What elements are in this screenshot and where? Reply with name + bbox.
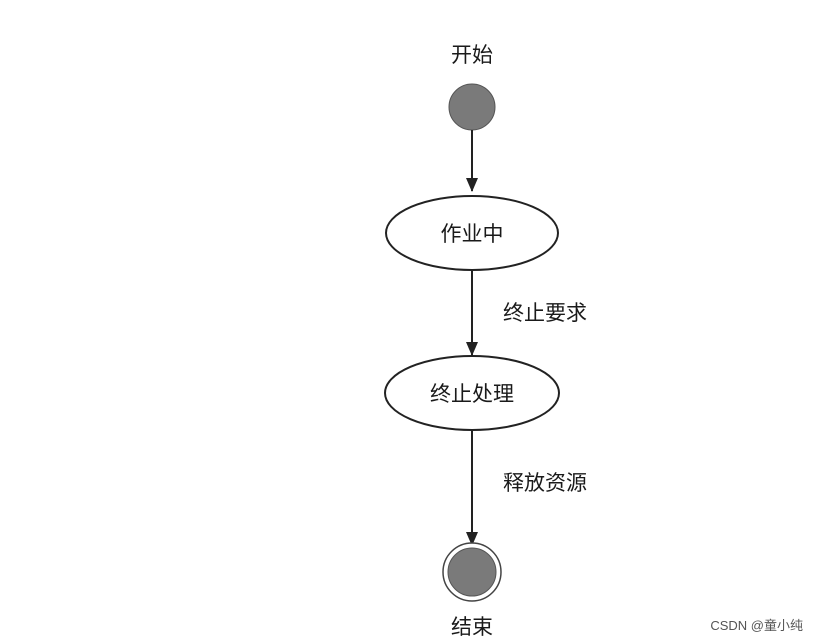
arrowhead-terminate-request	[466, 342, 478, 356]
arrowhead-release-resources	[466, 532, 478, 546]
transition-label-terminate-request: 终止要求	[503, 301, 587, 325]
state-terminating-label: 终止处理	[430, 382, 514, 406]
state-working-label: 作业中	[441, 222, 504, 246]
end-node	[447, 547, 497, 597]
start-label: 开始	[451, 43, 493, 67]
watermark: CSDN @童小纯	[710, 618, 803, 633]
end-label: 结束	[451, 615, 493, 639]
transition-label-release-resources: 释放资源	[503, 471, 587, 495]
start-node	[448, 83, 496, 131]
arrowhead-start	[466, 178, 478, 192]
